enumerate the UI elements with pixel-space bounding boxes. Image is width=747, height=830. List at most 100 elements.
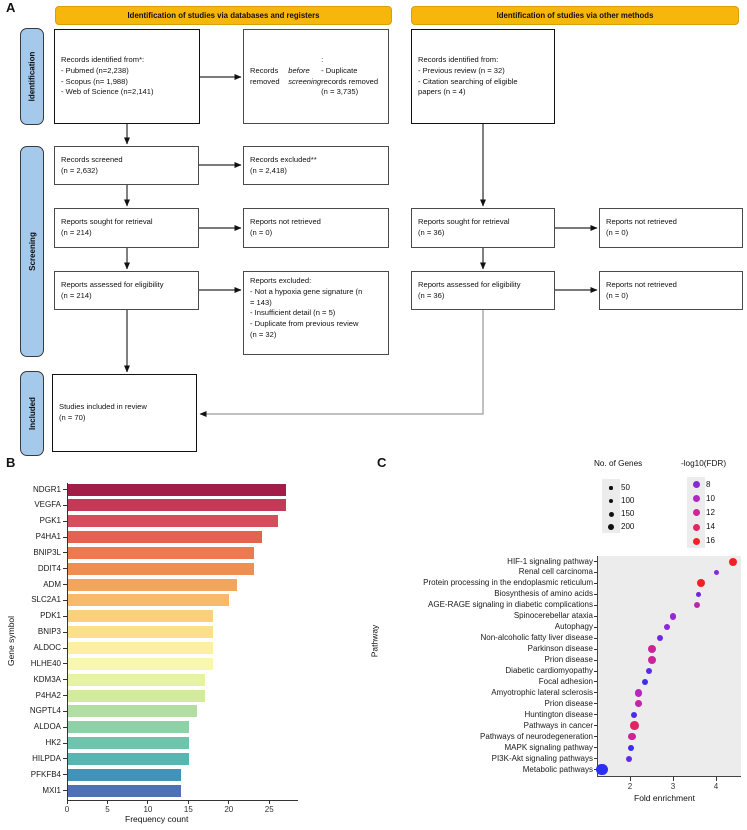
bar-label-VEGFA: VEGFA [34,500,61,510]
legend-fdr-title: -log10(FDR) [681,459,727,468]
bar-xtick-label: 5 [105,805,110,814]
bar-ytick [62,552,67,554]
dot-focal-adhesion [641,678,649,686]
dot-metabolic-pathways [596,763,608,776]
bar-label-PFKFB4: PFKFB4 [30,769,61,779]
bar-chart-x-axis-title: Frequency count [125,814,189,824]
pathway-label: Renal cell carcinoma [518,567,593,577]
bar-chart-x-axis-line [66,800,298,802]
dot-plot-y-axis-title: Pathway [369,624,380,658]
dot-ytick [593,758,597,760]
bar-PGK1 [67,515,278,528]
dot-parkinson-disease [647,645,656,654]
bar-PFKFB4 [67,768,181,781]
dot-renal-cell-carcinoma [713,569,719,575]
pathway-label: Diabetic cardiomyopathy [505,666,593,675]
pathway-label: Metabolic pathways [522,764,593,774]
bar-ytick [62,568,67,570]
dot-plot-x-axis-title: Fold enrichment [634,793,695,803]
dot-pathways-of-neurodegeneration [628,733,636,741]
bar-ytick [62,615,67,617]
bar-VEGFA [67,499,286,512]
pathway-label: Autophagy [554,622,593,632]
dot-xtick [715,777,717,781]
dot-ytick [593,593,597,595]
legend-genes-label-200: 200 [621,522,635,531]
bar-BNIP3 [67,626,214,639]
stage-screening: Screening [20,146,44,357]
legend-genes-label-50: 50 [621,483,630,492]
bar-label-ADM: ADM [43,579,61,589]
box-reports-sought-databases: Reports sought for retrieval (n = 214) [54,208,199,248]
dot-protein-processing-in-the-endoplasmic-reticulum [696,579,705,588]
bar-ytick [62,790,67,792]
dot-pathways-in-cancer [629,721,639,731]
bar-ytick [62,695,67,697]
bar-xtick [228,800,230,804]
dot-ytick [593,582,597,584]
bar-HILPDA [67,752,189,765]
dot-ytick [593,692,597,694]
bar-ytick [62,758,67,760]
bar-NGPTL4 [67,705,197,718]
pathway-label: Spinocerebellar ataxia [513,611,593,621]
dot-ytick [593,615,597,617]
bar-ytick [62,774,67,776]
legend-fdr-dot-16 [692,537,700,545]
legend-fdr-label-12: 12 [706,507,715,517]
dot-ytick [593,648,597,650]
box-records-removed-before-screening: Records removed before screening: - Dupl… [243,29,389,124]
bar-xtick-label: 0 [64,805,70,814]
dot-ytick [593,626,597,628]
pathway-label: Focal adhesion [538,676,593,686]
legend-genes-dot-150 [608,511,614,517]
bar-label-MXI1: MXI1 [42,785,61,795]
bar-ytick [62,726,67,728]
legend-fdr-label-8: 8 [706,479,711,489]
bar-label-HILPDA: HILPDA [32,753,61,763]
pathway-label: Prion disease [544,698,593,708]
bar-P4HA2 [67,689,206,702]
bar-ytick [62,742,67,744]
bar-ALDOC [67,642,214,654]
pathway-label: Pathways of neurodegeneration [480,731,593,741]
legend-genes-dot-200 [608,524,614,530]
bar-MXI1 [67,784,181,797]
bar-label-ALDOA: ALDOA [33,722,61,732]
bar-label-HK2: HK2 [45,738,61,748]
dot-non-alcoholic-fatty-liver-disease [657,635,664,642]
bar-label-NDGR1: NDGR1 [32,484,61,494]
dot-huntington-disease [631,711,638,718]
bar-BNIP3L [67,546,254,559]
bar-label-PDK1: PDK1 [40,611,61,621]
box-reports-not-retrieved-other-2: Reports not retrieved (n = 0) [599,271,743,310]
dot-ytick [593,571,597,573]
bar-label-P4HA1: P4HA1 [35,532,61,542]
bar-ADM [67,578,238,591]
bar-ytick [62,504,67,506]
dot-xtick [629,777,631,781]
dot-prion-disease [635,700,642,708]
bar-ytick [62,489,67,490]
bar-chart-y-axis-line [66,483,68,800]
pathway-label: AGE-RAGE signaling in diabetic complicat… [428,600,593,610]
dot-xtick [672,777,674,781]
legend-fdr-dot-12 [692,509,700,517]
legend-genes-key-background [602,479,620,533]
dot-ytick [593,659,597,661]
box-records-identified-other: Records identified from: - Previous revi… [411,29,555,124]
banner-databases-registers: Identification of studies via databases … [55,6,392,25]
legend-fdr-dot-10 [692,495,700,503]
bar-KDM3A [67,673,206,686]
dot-ytick [593,637,597,639]
legend-fdr-label-16: 16 [706,536,715,546]
box-reports-sought-other: Reports sought for retrieval (n = 36) [411,208,555,248]
pathway-label: HIF-1 signaling pathway [507,556,593,566]
bar-label-SLC2A1: SLC2A1 [31,595,61,605]
dot-ytick [593,681,597,683]
pathway-label: Amyotrophic lateral sclerosis [491,687,593,697]
pathway-label: Huntington disease [524,709,594,719]
dot-ytick [593,714,597,716]
dot-pi3k-akt-signaling-pathways [626,755,633,762]
dot-ytick [593,747,597,749]
